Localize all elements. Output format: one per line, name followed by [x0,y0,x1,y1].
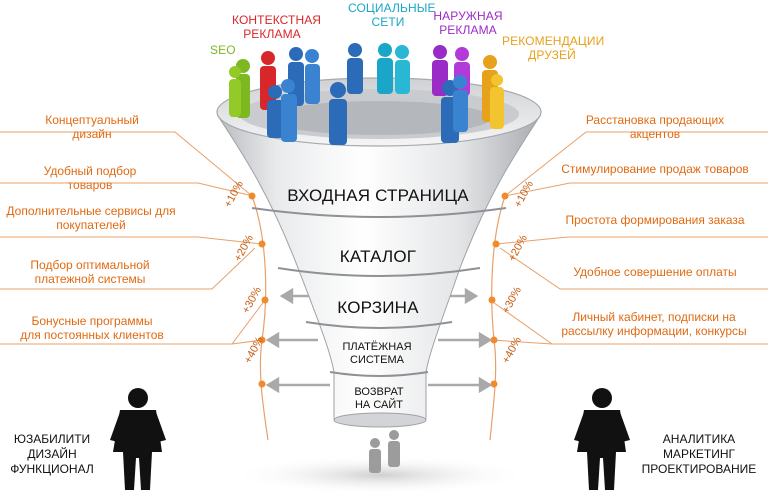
band-4 [329,371,429,377]
dot-left-5 [258,380,266,388]
dot-left-1 [248,192,256,200]
left-corner-line3: ФУНКЦИОНАЛ [10,462,94,476]
right-guide-2 [504,182,768,197]
channel-contextual-line1: КОНТЕКСТНАЯ [232,13,322,27]
right-guide-1 [504,131,768,197]
person-blue-5 [347,43,363,94]
channel-referrals-line2: ДРУЗЕЙ [528,47,576,62]
right-corner-line3: ПРОЕКТИРОВАНИЕ [641,462,757,476]
right-guide-6 [491,339,768,345]
channel-seo: SEO [210,43,236,57]
band-2 [277,267,481,277]
dot-left-2 [258,240,266,248]
left-guide-4 [0,247,256,290]
right-corner-line1: АНАЛИТИКА [662,432,736,446]
left-item-concept-design: Концептуальный дизайн [45,113,139,141]
funnel-stage-cart: КОРЗИНА [337,298,419,317]
funnel-stage-return-line2: НА САЙТ [354,398,403,411]
channel-social-line1: СОЦИАЛЬНЫЕ [348,1,436,15]
funnel-stage-landing: ВХОДНАЯ СТРАНИЦА [287,186,469,205]
person-blue-4 [281,79,297,142]
left-item-bonus-programs-line1: Бонусные программы [31,314,153,328]
businessman-left [110,388,166,490]
channel-social: СОЦИАЛЬНЫЕ СЕТИ [348,1,436,30]
right-corner-caption: АНАЛИТИКА МАРКЕТИНГ ПРОЕКТИРОВАНИЕ [640,432,758,477]
person-blue-6 [329,82,347,145]
right-bracket [489,195,506,441]
band-3 [305,321,453,329]
person-context-1 [260,51,276,110]
guide-lines [0,131,768,345]
businessman-right [574,388,630,490]
right-item-personal-account-line1: Личный кабинет, подписки на [572,310,736,324]
left-corner-line1: ЮЗАБИЛИТИ [13,432,91,446]
left-item-bonus-programs: Бонусные программы для постоянных клиент… [14,314,170,343]
funnel-stage-return-line1: ВОЗВРАТ [354,386,404,398]
returning-visitors [369,430,400,473]
channel-contextual: КОНТЕКСТНАЯ РЕКЛАМА [232,13,322,42]
left-item-bonus-programs-line2: для постоянных клиентов [20,327,164,342]
funnel-stage-payment-line2: СИСТЕМА [350,353,404,366]
channel-social-line2: СЕТИ [371,14,405,29]
person-seo-2 [229,66,241,117]
left-corner-line2: ДИЗАЙН [27,447,77,461]
gray-arrows [265,287,493,394]
dot-right-5 [490,380,498,388]
channel-referrals: РЕКОМЕНДАЦИИ ДРУЗЕЙ [502,34,605,63]
person-blue-2 [305,49,320,104]
person-blue-3 [267,85,284,138]
channel-referrals-line1: РЕКОМЕНДАЦИИ [502,34,605,48]
person-blue-8 [453,75,468,132]
funnel-stage-catalog: КАТАЛОГ [339,247,417,266]
dot-right-1 [501,192,509,200]
left-guide-1 [0,131,253,197]
funnel-stage-return: ВОЗВРАТ НА САЙТ [336,386,422,411]
right-corner-line2: МАРКЕТИНГ [662,447,736,461]
funnel-spout-bottom [333,412,427,428]
person-referral-2 [490,74,504,129]
channel-outdoor-line2: РЕКЛАМА [439,22,497,37]
left-item-payment-system-line2: платежной системы [34,271,146,286]
funnel-stage-payment-line1: ПЛАТЁЖНАЯ [342,341,412,353]
dot-right-3 [488,296,496,304]
left-guide-2 [0,182,254,197]
dot-left-3 [261,296,269,304]
left-item-extra-services-line2: покупателей [56,217,126,232]
dot-left-4 [258,336,266,344]
funnel-stage-payment: ПЛАТЁЖНАЯ СИСТЕМА [332,341,422,366]
left-guide-6 [0,339,263,345]
left-bracket [251,195,269,441]
left-item-payment-system: Подбор оптимальной платежной системы [20,258,160,287]
floor-shadow [230,455,530,495]
channel-contextual-line2: РЕКЛАМА [243,26,301,41]
left-corner-caption: ЮЗАБИЛИТИ ДИЗАЙН ФУНКЦИОНАЛ [6,432,98,477]
left-guide-3 [0,236,263,245]
bracket-dots [248,192,509,388]
person-social-2 [395,45,410,94]
right-item-easy-order: Простота формирования заказа [565,213,745,227]
left-item-extra-services-line1: Дополнительные сервисы для [6,204,176,218]
right-item-personal-account: Личный кабинет, подписки на рассылку инф… [556,310,752,339]
left-item-payment-system-line1: Подбор оптимальной [30,258,150,272]
right-item-personal-account-line2: рассылку информации, конкурсы [561,323,747,338]
right-item-sales-stimulation: Стимулирование продаж товаров [561,162,749,176]
left-item-product-selection: Удобный подбор товаров [43,164,137,192]
band-1 [251,207,507,218]
channel-outdoor: НАРУЖНАЯ РЕКЛАМА [432,9,504,38]
channel-outdoor-line1: НАРУЖНАЯ [433,9,503,23]
dot-right-4 [490,336,498,344]
right-item-easy-payment: Удобное совершение оплаты [573,265,737,279]
right-guide-3 [495,236,768,245]
left-item-extra-services: Дополнительные сервисы для покупателей [6,204,176,233]
people-group [229,43,504,145]
person-social-1 [377,43,393,94]
right-item-selling-accents: Расстановка продающих акцентов [585,113,725,141]
dot-right-2 [492,240,500,248]
right-guide-4 [499,247,768,290]
